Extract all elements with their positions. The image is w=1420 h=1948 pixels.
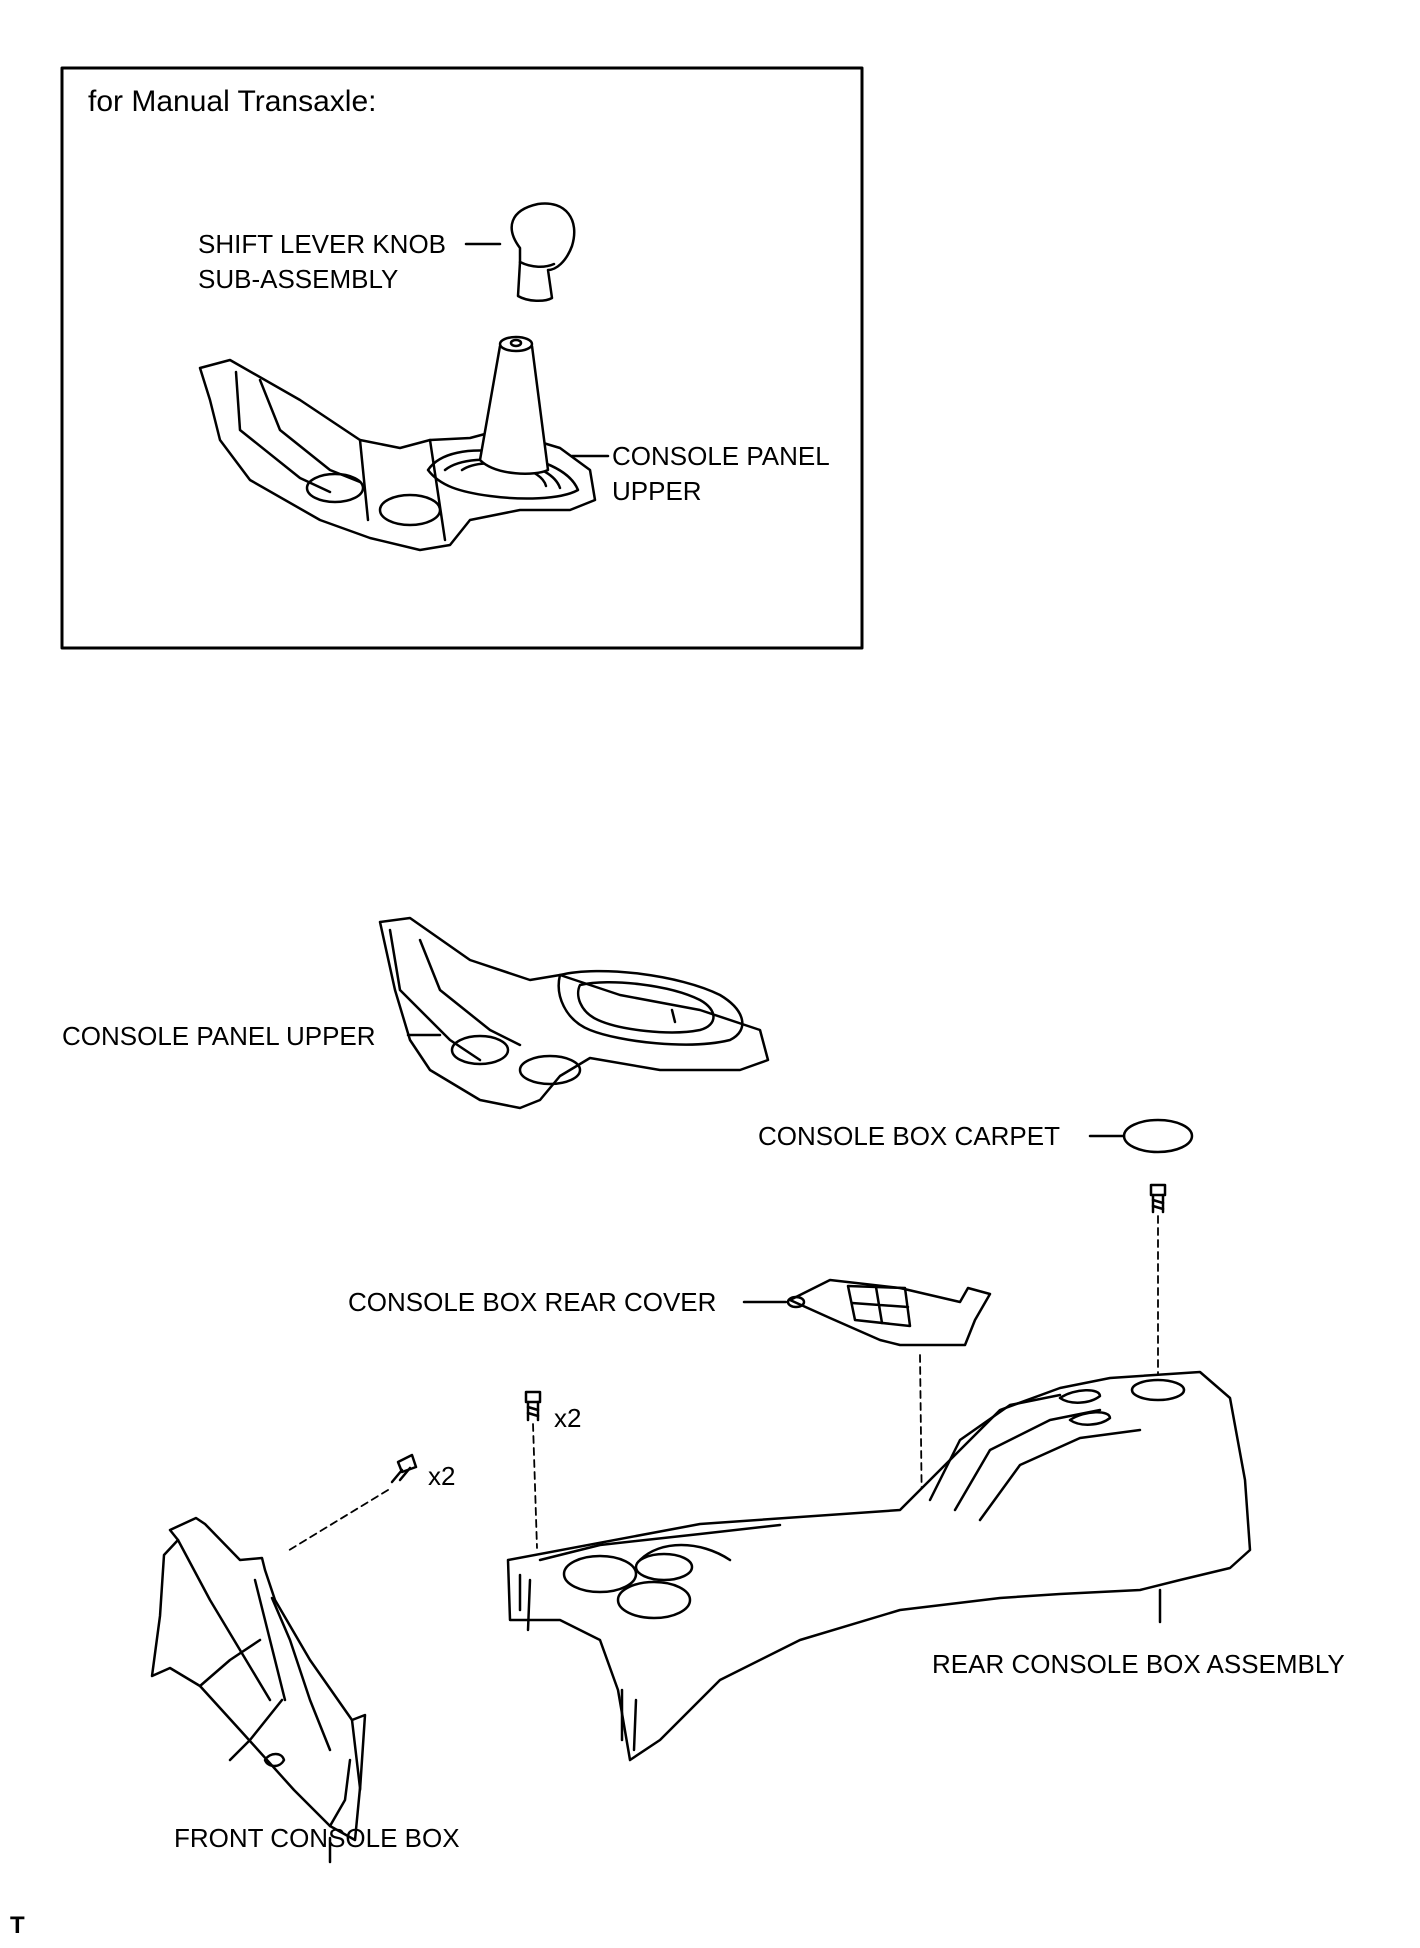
inset-console-panel-drawing bbox=[198, 335, 597, 552]
label-shift-knob-line2: SUB-ASSEMBLY bbox=[198, 264, 399, 294]
label-front-console-box: FRONT CONSOLE BOX bbox=[174, 1823, 460, 1853]
shift-knob-drawing bbox=[510, 202, 576, 302]
label-inset-panel-upper-line2: UPPER bbox=[612, 476, 702, 506]
console-panel-upper-drawing bbox=[378, 916, 770, 1110]
inset-frame bbox=[60, 66, 864, 650]
bolt-front-x2 bbox=[390, 1453, 418, 1484]
console-box-rear-cover-drawing bbox=[786, 1278, 992, 1347]
label-inset-panel-upper-line1: CONSOLE PANEL bbox=[612, 441, 830, 471]
console-box-carpet-drawing bbox=[1122, 1118, 1194, 1154]
bolt-rear-top bbox=[1149, 1183, 1167, 1214]
label-console-box-carpet: CONSOLE BOX CARPET bbox=[758, 1121, 1060, 1151]
label-shift-knob-line1: SHIFT LEVER KNOB bbox=[198, 229, 447, 259]
bolt-rear-x2 bbox=[524, 1390, 542, 1422]
corner-mark: T bbox=[10, 1912, 25, 1939]
label-bolt-qty-front: x2 bbox=[428, 1461, 456, 1491]
front-console-box-drawing bbox=[150, 1516, 367, 1842]
dash-bolt-front-x2 bbox=[285, 1489, 389, 1553]
label-bolt-qty-rear: x2 bbox=[554, 1403, 582, 1433]
dash-bolt-rear-x2 bbox=[532, 1423, 538, 1549]
label-rear-console-box-assembly: REAR CONSOLE BOX ASSEMBLY bbox=[932, 1649, 1345, 1679]
inset-title: for Manual Transaxle: bbox=[88, 85, 377, 118]
rear-console-box-drawing bbox=[506, 1370, 1252, 1762]
label-console-box-rear-cover: CONSOLE BOX REAR COVER bbox=[348, 1287, 717, 1317]
label-console-panel-upper: CONSOLE PANEL UPPER bbox=[62, 1021, 376, 1051]
